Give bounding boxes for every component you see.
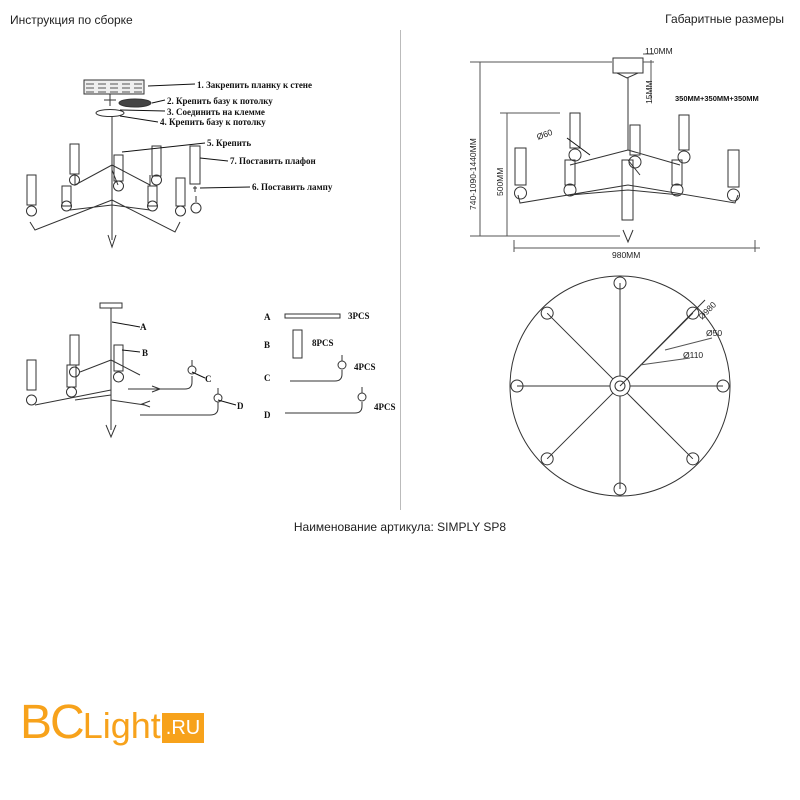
part-label-c: C: [205, 374, 212, 384]
dimensions-title: Габаритные размеры: [665, 12, 784, 26]
canopy-width-label: 110MM: [645, 46, 673, 56]
plan-shade: [716, 379, 730, 393]
plan-shade: [686, 452, 700, 466]
parts-list-d-letter: D: [264, 410, 271, 420]
plan-shade: [540, 306, 554, 320]
parts-list-a-qty: 3PCS: [348, 311, 370, 321]
plan-drawing: [509, 275, 731, 497]
parts-list-d-qty: 4PCS: [374, 402, 396, 412]
total-height-label: 740-1090-1440MM: [468, 138, 478, 210]
parts-list-c-qty: 4PCS: [354, 362, 376, 372]
parts-list-b-letter: B: [264, 340, 270, 350]
plan-shade-label: Ø50: [706, 328, 722, 338]
canopy-height-label: 15MM: [644, 80, 654, 104]
plan-arm: [626, 392, 694, 460]
plan-arm: [546, 312, 614, 380]
parts-list-c-letter: C: [264, 373, 271, 383]
shade-diameter-label: Ø60: [535, 127, 554, 142]
rods-label: 350MM+350MM+350MM: [675, 94, 759, 103]
step-5: 5. Крепить: [207, 138, 251, 148]
plan-canopy-label: Ø110: [683, 350, 703, 360]
logo-light: Light: [82, 705, 161, 746]
body-height-label: 500MM: [495, 168, 505, 196]
plan-shade: [613, 276, 627, 290]
parts-list-a-letter: A: [264, 312, 271, 322]
parts-drawing: [26, 302, 367, 439]
assembly-drawing: [26, 79, 251, 249]
step-2: 2. Крепить базу к потолку: [167, 96, 273, 106]
plan-shade: [540, 452, 554, 466]
plan-shade: [613, 482, 627, 496]
part-label-b: B: [142, 348, 148, 358]
plan-shade: [510, 379, 524, 393]
step-7: 7. Поставить плафон: [230, 156, 316, 166]
step-4: 4. Крепить базу к потолку: [160, 117, 266, 127]
article-name: Наименование артикула: SIMPLY SP8: [293, 520, 507, 534]
assembly-title: Инструкция по сборке: [10, 13, 133, 27]
elevation-drawing: [470, 53, 760, 252]
plan-arm: [546, 392, 614, 460]
step-3: 3. Соединить на клемме: [167, 107, 265, 117]
logo-ru: .RU: [161, 713, 205, 743]
step-1: 1. Закрепить планку к стене: [197, 80, 312, 90]
plan-shade: [686, 306, 700, 320]
total-width-label: 980MM: [612, 250, 640, 260]
parts-list-b-qty: 8PCS: [312, 338, 334, 348]
divider-line: [400, 30, 401, 510]
plan-diameter-label: Ø980: [696, 299, 718, 321]
step-6: 6. Поставить лампу: [252, 182, 333, 192]
bclight-logo[interactable]: BCLight.RU: [20, 695, 205, 755]
part-label-d: D: [237, 401, 244, 411]
part-label-a: A: [140, 322, 147, 332]
logo-bc: BC: [20, 696, 85, 749]
